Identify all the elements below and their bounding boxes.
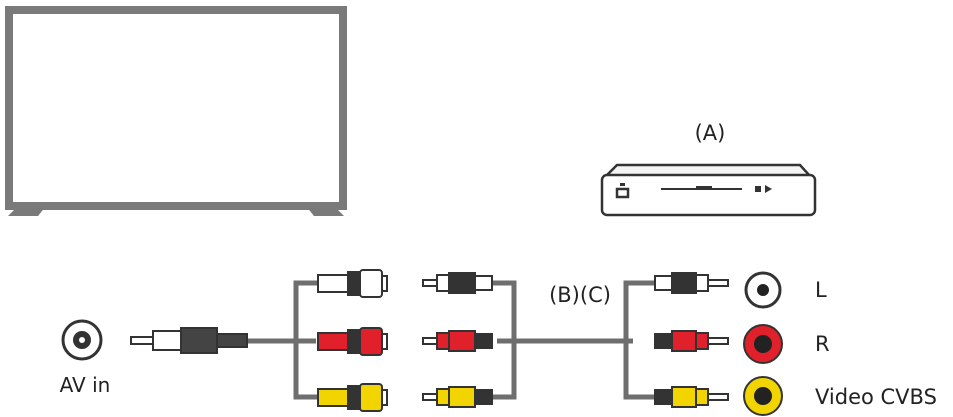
rca-female-red: [317, 327, 388, 356]
device-label: (A): [695, 121, 726, 145]
rca-male-yellow-left: [422, 386, 493, 408]
cable-left-bundle: [492, 280, 517, 400]
rca-male-white-right: [654, 272, 729, 294]
rca-male-white-left: [422, 272, 493, 294]
av-in-label: AV in: [60, 373, 111, 397]
rca-male-yellow-right: [654, 386, 729, 408]
jack-right-icon: [743, 324, 783, 364]
cable-right-bundle: [623, 280, 655, 400]
mini-jack-plug: [130, 327, 248, 354]
rca-female-yellow: [317, 383, 388, 412]
jack-video-icon: [743, 376, 783, 416]
jack-video-label: Video CVBS: [815, 385, 937, 409]
rca-female-white: [317, 269, 388, 298]
tv-icon: [5, 6, 347, 216]
jack-left-icon: [744, 271, 782, 309]
media-player-icon: [600, 163, 817, 217]
cable-lines: [247, 280, 655, 400]
jack-left-label: L: [815, 278, 827, 302]
av-in-socket-icon: [61, 319, 103, 361]
cable-label: (B)(C): [549, 283, 611, 307]
rca-male-red-right: [654, 330, 729, 352]
cable-breakout-bundle: [293, 280, 318, 400]
jack-right-label: R: [815, 332, 830, 356]
rca-male-red-left: [422, 330, 493, 352]
